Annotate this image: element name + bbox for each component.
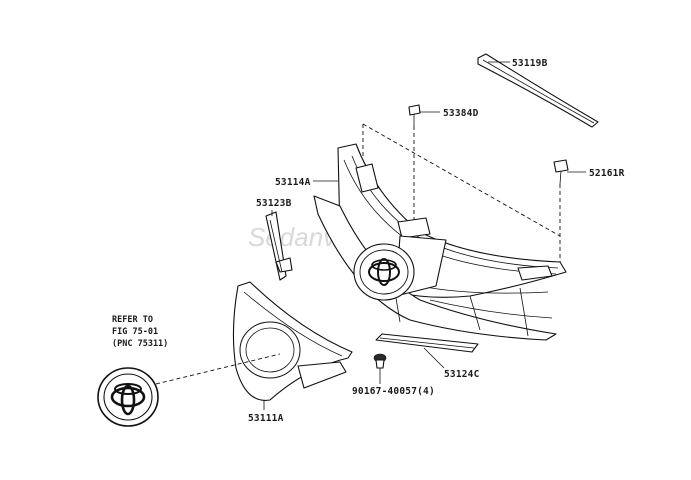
screw-90167 bbox=[373, 353, 387, 369]
callout-53124c: 53124C bbox=[444, 369, 480, 380]
dash-mount-top bbox=[362, 123, 561, 237]
callout-52161r: 52161R bbox=[589, 168, 625, 179]
callout-53119b: 53119B bbox=[512, 58, 548, 69]
dash-emblem bbox=[155, 353, 281, 385]
molding-strip-53119b bbox=[477, 53, 599, 128]
callout-53114a: 53114A bbox=[275, 177, 311, 188]
clip-53384d bbox=[408, 104, 421, 126]
callout-53384d: 53384D bbox=[443, 108, 479, 119]
callout-53111a: 53111A bbox=[248, 413, 284, 424]
reference-line-1: REFER TO bbox=[112, 315, 153, 325]
side-piece-53123b bbox=[265, 211, 293, 281]
lower-strip-53124c bbox=[375, 333, 479, 353]
reference-line-2: FIG 75-01 bbox=[112, 327, 158, 337]
reference-line-3: (PNC 75311) bbox=[112, 339, 168, 349]
toyota-emblem-icon bbox=[97, 367, 159, 427]
leader-53124c bbox=[423, 347, 445, 369]
lower-bezel-53111a bbox=[232, 281, 353, 401]
callout-90167: 90167-40057(4) bbox=[352, 386, 435, 397]
clip-52161r bbox=[553, 159, 569, 185]
callout-53123b: 53123B bbox=[256, 198, 292, 209]
grille-53114a bbox=[313, 143, 567, 341]
